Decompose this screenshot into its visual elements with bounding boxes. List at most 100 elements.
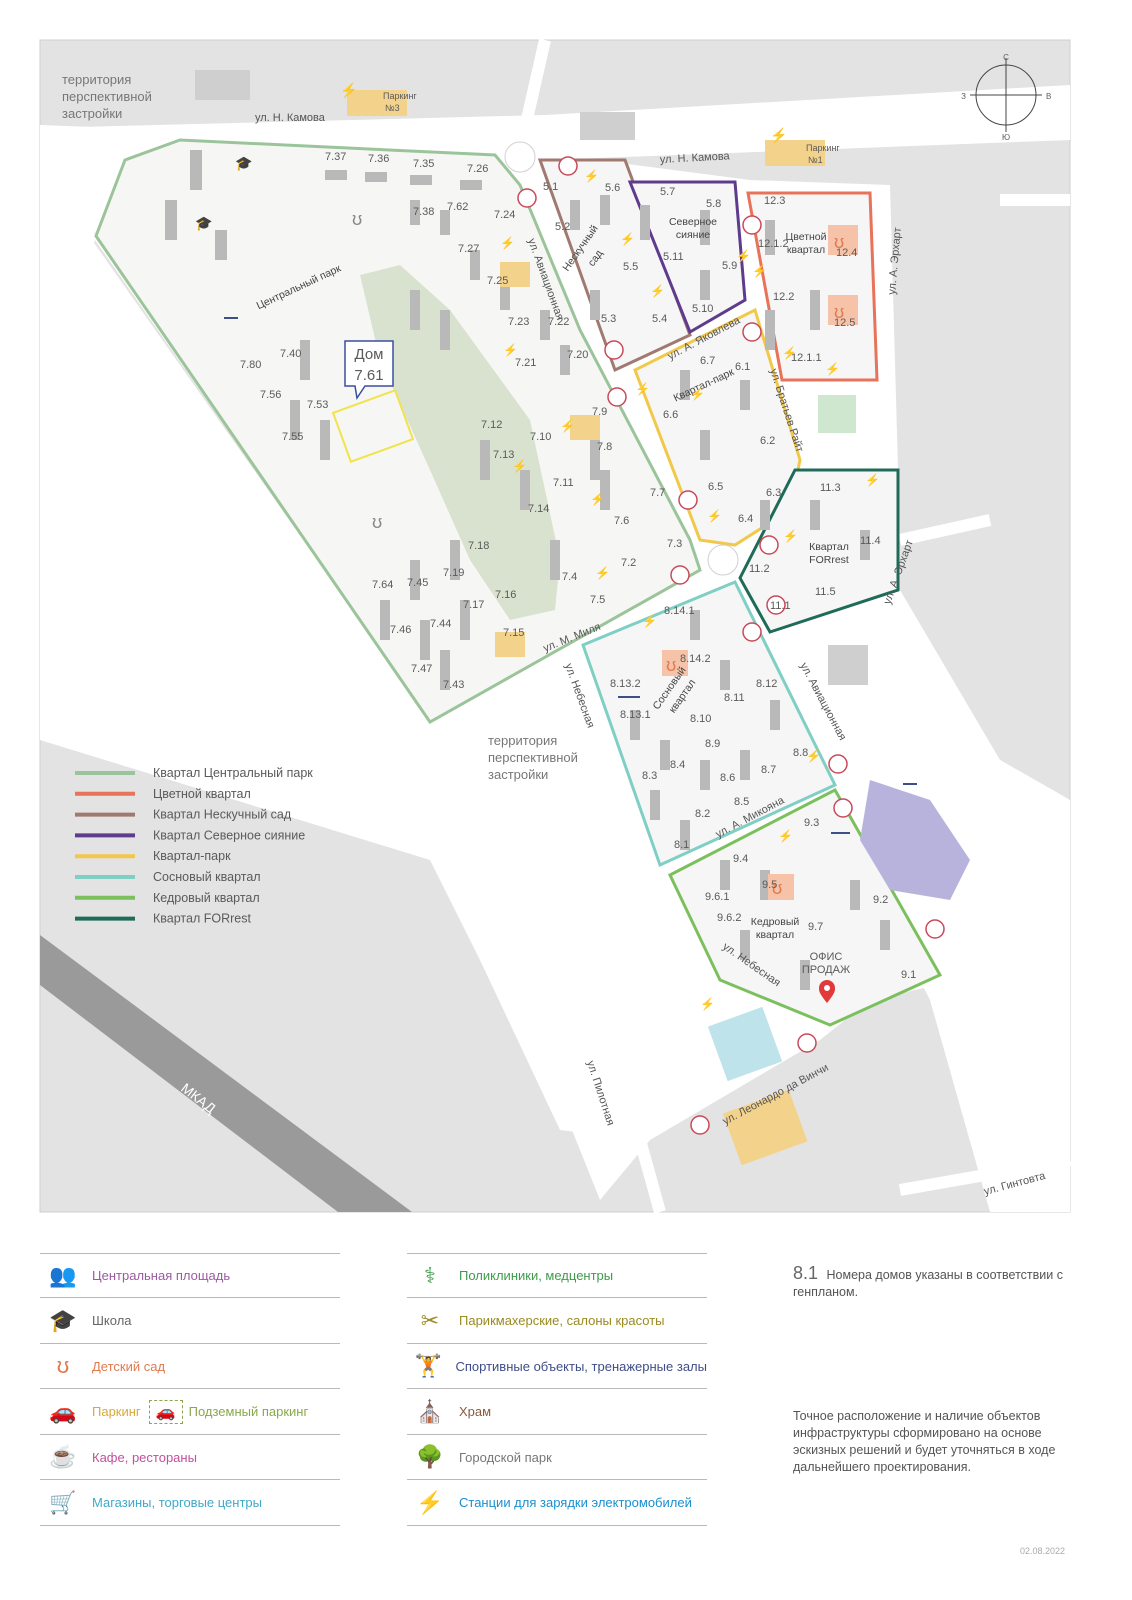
clinic-plate — [818, 395, 856, 433]
gym-icon: 🏋 — [414, 1353, 442, 1378]
territory-label-1c: застройки — [62, 106, 122, 121]
territory-label-2c: застройки — [488, 767, 548, 782]
legend-label: Подземный паркинг — [188, 1404, 309, 1419]
side-streets — [58, 38, 1072, 1214]
house-number-8-14-2: 8.14.2 — [680, 653, 711, 665]
legend-row: ⛪Храм — [407, 1390, 707, 1435]
svg-text:⚡: ⚡ — [825, 362, 840, 376]
legend-label: Поликлиники, медцентры — [459, 1268, 614, 1283]
house-number-5-7: 5.7 — [660, 186, 675, 198]
parking-plate — [570, 415, 600, 440]
house-number-7-26: 7.26 — [467, 163, 488, 175]
legend-label: Школа — [92, 1313, 132, 1328]
svg-text:⚡: ⚡ — [503, 343, 518, 357]
compass-w: З — [961, 92, 966, 101]
church-icon: ⛪ — [416, 1398, 444, 1424]
legend-label: Городской парк — [459, 1449, 552, 1465]
house-number-9-7: 9.7 — [808, 921, 823, 933]
quarter-legend-label: Сосновый квартал — [153, 870, 261, 884]
kindergarten-icon: ʊ — [56, 1353, 70, 1378]
house-number-12-5: 12.5 — [834, 317, 855, 329]
svg-text:⚡: ⚡ — [752, 264, 767, 278]
svg-text:⚡: ⚡ — [770, 127, 787, 144]
clinic-icon: ⚕ — [424, 1262, 436, 1288]
kindergarten-plate — [828, 225, 858, 255]
house-number-8-9: 8.9 — [705, 738, 720, 750]
church-plate — [828, 645, 868, 685]
svg-text:⚡: ⚡ — [340, 82, 357, 99]
house-number-7-3: 7.3 — [667, 538, 682, 550]
svg-text:⚡: ⚡ — [590, 492, 605, 506]
house-number-8-11: 8.11 — [724, 692, 745, 704]
house-number-9-4: 9.4 — [733, 853, 748, 865]
legend-row: 🏋 Спортивные объекты, тренажерные залы — [407, 1344, 707, 1389]
svg-text:⚡: ⚡ — [500, 236, 515, 250]
svg-text:⚡: ⚡ — [865, 473, 880, 487]
house-number-9-5: 9.5 — [762, 879, 777, 891]
house-number-7-11: 7.11 — [553, 477, 574, 489]
house-number-11-2: 11.2 — [749, 563, 770, 575]
house-number-7-64: 7.64 — [372, 579, 393, 591]
sales-office-pin-icon[interactable] — [819, 980, 835, 1003]
house-number-7-19: 7.19 — [443, 567, 464, 579]
svg-text:⚡: ⚡ — [783, 529, 798, 543]
house-number-7-21: 7.21 — [515, 357, 536, 369]
legend-label: Спортивные объекты, тренажерные залы — [455, 1358, 707, 1374]
house-number-7-17: 7.17 — [463, 599, 484, 611]
house-number-5-9: 5.9 — [722, 260, 737, 272]
svg-text:🎓: 🎓 — [195, 215, 212, 232]
house-number-7-8: 7.8 — [597, 441, 612, 453]
legend-row: 👥Центральная площадь — [40, 1253, 340, 1298]
svg-text:⚡: ⚡ — [690, 387, 705, 401]
disclaimer-text: Точное расположение и наличие объектов и… — [793, 1409, 1056, 1474]
city-park-strip — [360, 265, 560, 620]
house-number-7-47: 7.47 — [411, 663, 432, 675]
house-number-7-13: 7.13 — [493, 449, 514, 461]
house-number-6-3: 6.3 — [766, 487, 781, 499]
house-number-7-35: 7.35 — [413, 158, 434, 170]
house-number-11-5: 11.5 — [815, 586, 836, 598]
house-number-5-6: 5.6 — [605, 182, 620, 194]
house-number-text: Номера домов указаны в соответствии с ге… — [793, 1268, 1063, 1299]
legend-label: Парикмахерские, салоны красоты — [459, 1313, 665, 1328]
parking-1-num: №1 — [808, 155, 823, 165]
house-number-5-5: 5.5 — [623, 261, 638, 273]
quarter-sosnovy — [581, 580, 838, 868]
legend-label: Кафе, рестораны — [92, 1449, 197, 1465]
quarter-label-forrest-2: FORrest — [809, 554, 849, 566]
house-number-6-4: 6.4 — [738, 513, 753, 525]
sales-office-pin-dot — [824, 985, 830, 991]
parking-plate — [722, 1089, 808, 1166]
house-number-8-2: 8.2 — [695, 808, 710, 820]
quarter-legend-label: Квартал FORrest — [153, 912, 251, 926]
house-number-11-3: 11.3 — [820, 482, 841, 494]
parking-3-label: Паркинг — [383, 91, 417, 101]
house-number-sample: 8.1 — [793, 1263, 819, 1283]
roundabout — [707, 544, 739, 576]
svg-text:⚡: ⚡ — [595, 566, 610, 580]
quarter-severnoe — [627, 180, 747, 335]
house-number-9-6-1: 9.6.1 — [705, 891, 729, 903]
house-number-7-40: 7.40 — [280, 348, 301, 360]
house-number-8-4: 8.4 — [670, 759, 685, 771]
quarter-label-severnoe-1: Северное — [669, 216, 717, 228]
quarter-legend-label: Квартал-парк — [153, 849, 231, 863]
house-number-7-24: 7.24 — [494, 209, 515, 221]
house-number-8-13-1: 8.13.1 — [620, 709, 651, 721]
svg-text:ʊ: ʊ — [352, 209, 362, 229]
compass — [970, 58, 1042, 132]
legend-label: Центральная площадь — [92, 1268, 231, 1283]
compass-e: В — [1046, 92, 1051, 101]
svg-text:⚡: ⚡ — [635, 382, 650, 396]
territory-label-1b: перспективной — [62, 89, 152, 104]
house-number-5-2: 5.2 — [555, 221, 570, 233]
house-761-callout[interactable] — [344, 340, 394, 400]
site-plan-map: Дом 7.61 С Ю З В территория перспективно… — [39, 38, 1072, 1214]
legend-label: Детский сад — [92, 1358, 166, 1374]
house-number-7-46: 7.46 — [390, 624, 411, 636]
house-number-11-1: 11.1 — [770, 600, 791, 612]
quarter-legend-label: Цветной квартал — [153, 787, 251, 801]
callout-line2: 7.61 — [354, 367, 383, 384]
quarter-legend-label: Квартал Нескучный сад — [153, 808, 292, 822]
